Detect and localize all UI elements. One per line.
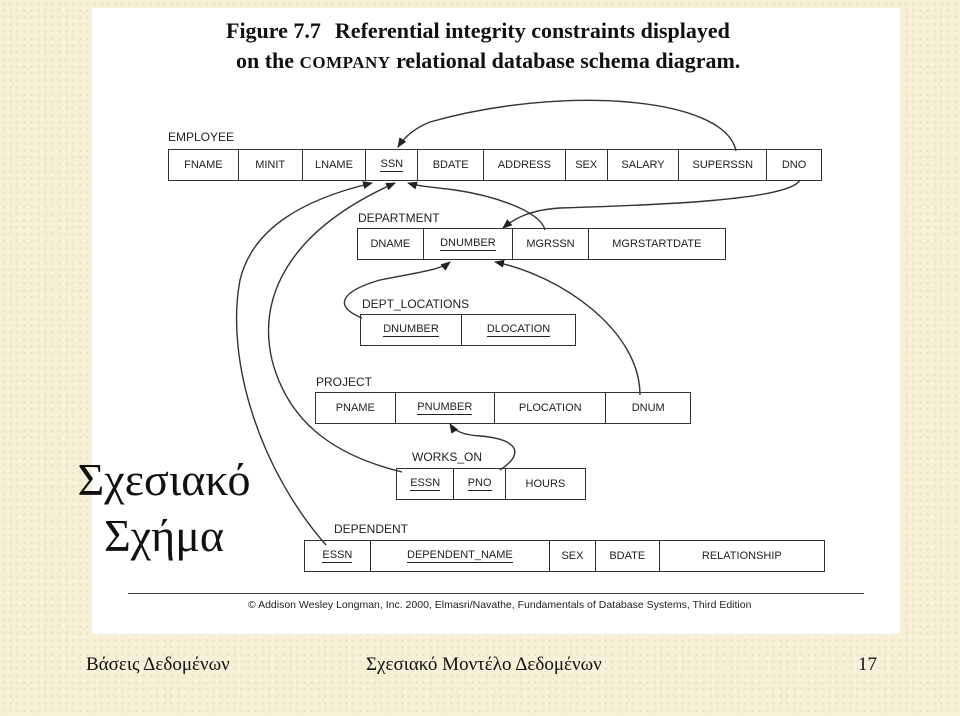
- employee-minit: MINIT: [239, 150, 303, 180]
- arrow-dependent-essn-to-ssn: [235, 181, 373, 546]
- employee-superssn: SUPERSSN: [679, 150, 768, 180]
- arrow-dnum-to-dnumber: [494, 259, 641, 396]
- project-label: PROJECT: [316, 375, 373, 389]
- works-on-essn: ESSN: [397, 469, 455, 499]
- footer-page-number: 17: [858, 654, 877, 675]
- dept-locations-dlocation: DLOCATION: [486, 323, 551, 337]
- credit-divider: [128, 593, 864, 594]
- employee-table: FNAME MINIT LNAME SSN BDATE ADDRESS SEX …: [168, 149, 822, 181]
- employee-bdate: BDATE: [418, 150, 485, 180]
- figure-title-line2: on the COMPANY relational database schem…: [236, 46, 740, 78]
- department-dnumber: DNUMBER: [424, 229, 514, 259]
- slide-title-line1: Σχεσιακό: [77, 454, 251, 505]
- dependent-label: DEPENDENT: [334, 522, 409, 536]
- department-dname: DNAME: [358, 229, 424, 259]
- employee-lname: LNAME: [303, 150, 367, 180]
- employee-address: ADDRESS: [484, 150, 566, 180]
- figure-caption-2-post: relational database schema diagram.: [396, 48, 741, 73]
- arrow-superssn-to-ssn: [397, 99, 737, 152]
- dependent-bdate: BDATE: [596, 541, 660, 571]
- figure-label: Figure 7.7: [226, 18, 321, 43]
- arrow-pno-to-pnumber: [449, 423, 516, 471]
- dependent-relationship: RELATIONSHIP: [701, 550, 782, 562]
- dependent-essn: ESSN: [305, 541, 371, 571]
- dept-locations-dnumber: DNUMBER: [361, 315, 463, 345]
- dependent-sex: SEX: [550, 541, 596, 571]
- employee-dno: DNO: [781, 159, 807, 171]
- department-table: DNAME DNUMBER MGRSSN MGRSTARTDATE: [357, 228, 726, 260]
- employee-fname: FNAME: [169, 150, 239, 180]
- department-mgrstartdate: MGRSTARTDATE: [612, 238, 702, 250]
- project-pnumber: PNUMBER: [396, 393, 496, 423]
- employee-label: EMPLOYEE: [168, 130, 235, 144]
- footer-course: Βάσεις Δεδομένων: [86, 654, 230, 675]
- figure-caption-2-pre: on the: [236, 48, 295, 73]
- arrow-deptloc-dnumber-to-dnumber: [343, 261, 451, 319]
- slide-title: Σχεσιακό Σχήμα: [44, 452, 284, 564]
- arrow-workson-essn-to-ssn: [268, 182, 403, 473]
- project-pname: PNAME: [316, 393, 396, 423]
- arrow-dno-to-dnumber: [502, 179, 801, 229]
- project-table: PNAME PNUMBER PLOCATION DNUM: [315, 392, 691, 424]
- figure-credit: © Addison Wesley Longman, Inc. 2000, Elm…: [248, 599, 752, 611]
- works-on-hours: HOURS: [525, 478, 566, 490]
- footer-topic: Σχεσιακό Μοντέλο Δεδομένων: [366, 654, 602, 675]
- dept-locations-label: DEPT_LOCATIONS: [362, 297, 470, 311]
- employee-sex: SEX: [566, 150, 608, 180]
- figure-title: Figure 7.7 Referential integrity constrai…: [226, 16, 740, 78]
- figure-title-line1: Figure 7.7 Referential integrity constrai…: [226, 16, 740, 46]
- figure-caption-1: Referential integrity constraints displa…: [334, 18, 730, 43]
- dept-locations-table: DNUMBER DLOCATION: [360, 314, 576, 346]
- employee-ssn: SSN: [366, 150, 419, 180]
- arrow-mgrssn-to-ssn: [407, 181, 546, 231]
- department-label: DEPARTMENT: [358, 211, 440, 225]
- slide-title-line2: Σχήμα: [103, 510, 224, 561]
- figure-caption-company: COMPANY: [299, 53, 391, 72]
- works-on-label: WORKS_ON: [412, 450, 483, 464]
- works-on-table: ESSN PNO HOURS: [396, 468, 586, 500]
- works-on-pno: PNO: [454, 469, 506, 499]
- employee-salary: SALARY: [608, 150, 680, 180]
- dependent-name: DEPENDENT_NAME: [371, 541, 551, 571]
- department-mgrssn: MGRSSN: [513, 229, 589, 259]
- project-plocation: PLOCATION: [495, 393, 607, 423]
- dependent-table: ESSN DEPENDENT_NAME SEX BDATE RELATIONSH…: [304, 540, 825, 572]
- project-dnum: DNUM: [631, 402, 665, 414]
